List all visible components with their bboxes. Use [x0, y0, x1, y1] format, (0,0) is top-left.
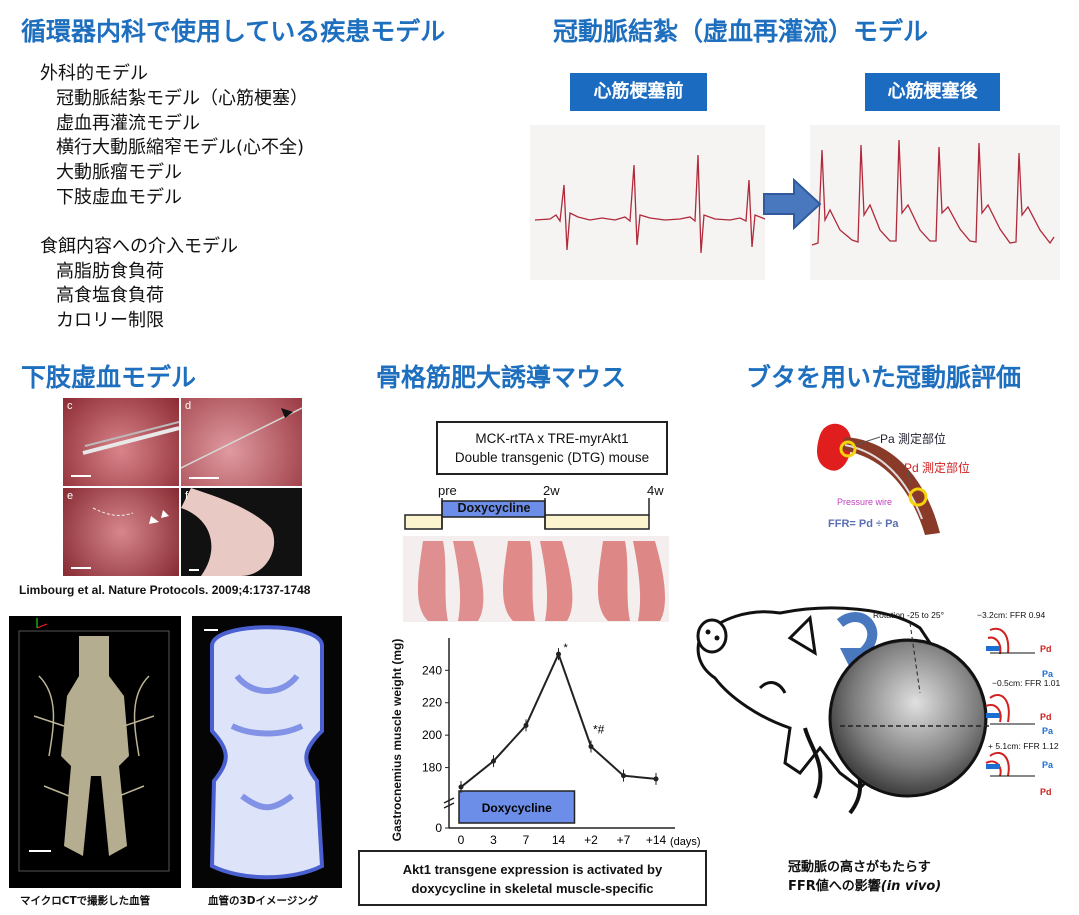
diet-item: カロリー制限: [56, 310, 164, 332]
title-muscle-hypertrophy: 骨格筋肥大誘導マウス: [376, 363, 627, 392]
mouse-photo-f: f: [181, 488, 302, 576]
x-tick-label: +2: [584, 833, 598, 847]
diet-header: 食餌内容への介入モデル: [40, 235, 238, 257]
pig-fluoroscopy-illustration: [696, 606, 1035, 815]
x-tick-label: 3: [490, 833, 497, 847]
pd-label: Pd: [1040, 787, 1052, 797]
pig-caption-main: FFR値への影響: [788, 879, 881, 894]
x-tick-label: 0: [458, 833, 465, 847]
title-pig-coronary: ブタを用いた冠動脈評価: [746, 363, 1022, 392]
pd-label: Pd: [1040, 644, 1052, 654]
ecg-after-trace: [811, 139, 1055, 246]
y-tick-label: 220: [422, 696, 442, 710]
ecg-after-bg: [810, 125, 1060, 280]
pressure-wire-diagram: [817, 423, 940, 535]
model-list: 外科的モデル 冠動脈結紮モデル（心筋梗塞） 虚血再灌流モデル 横行大動脈縮窄モデ…: [40, 62, 308, 334]
badge-before-mi: 心筋梗塞前: [570, 73, 707, 111]
ecg-traces: [530, 125, 1060, 280]
time-pre: pre: [438, 483, 457, 498]
pressure-wire-label: Pressure wire: [837, 497, 893, 507]
pa-site-label: Pa 測定部位: [880, 432, 947, 446]
surgical-item: 下肢虚血モデル: [56, 186, 182, 208]
measure-1: −3.2cm: FFR 0.94: [977, 610, 1046, 620]
badge-after-mi: 心筋梗塞後: [865, 73, 1000, 111]
title-limb-ischemia: 下肢虚血モデル: [21, 363, 197, 392]
conclusion-line2: doxycycline in skeletal muscle-specific: [411, 881, 654, 896]
panel-letter: c: [67, 400, 73, 412]
dox-bar-label: Doxycycline: [482, 801, 552, 815]
annotation-star: *: [564, 642, 569, 654]
measure-2: −0.5cm: FFR 1.01: [992, 678, 1061, 688]
ecg-before-trace: [534, 154, 766, 254]
conclusion-box: Akt1 transgene expression is activated b…: [358, 850, 707, 906]
dox-label: Doxycycline: [457, 501, 531, 515]
surgical-item: 横行大動脈縮窄モデル(心不全): [56, 137, 305, 159]
surgical-item: 虚血再灌流モデル: [56, 112, 200, 134]
diet-item: 高食塩食負荷: [56, 285, 164, 307]
title-coronary-ligation: 冠動脈結紮（虚血再灌流）モデル: [553, 17, 929, 46]
x-tick-label: 7: [523, 833, 530, 847]
surgical-item: 大動脈瘤モデル: [56, 162, 182, 184]
pd-site-label: Pd 測定部位: [904, 461, 971, 475]
pd-label: Pd: [1040, 712, 1052, 722]
dox-timeline: [404, 498, 650, 530]
pig-caption-invivo: (in vivo): [880, 879, 942, 894]
axis-break: [443, 802, 455, 809]
panel-letter: e: [67, 490, 74, 502]
time-2w: 2w: [543, 483, 560, 498]
diet-item: 高脂肪食負荷: [56, 260, 164, 282]
x-tick-label: 14: [552, 833, 566, 847]
pa-label: Pa: [1042, 760, 1054, 770]
chart-ylabel: Gastrocnemius muscle weight (mg): [390, 638, 404, 842]
arrow-right-icon: [763, 177, 822, 231]
ecg-before-bg: [530, 125, 765, 280]
y-tick-label: 240: [422, 663, 442, 677]
time-4w: 4w: [647, 483, 664, 498]
series-line: [460, 651, 657, 788]
pig-caption-line1: 冠動脈の高さがもたらす: [788, 860, 931, 875]
pa-label: Pa: [1042, 726, 1054, 736]
x-tick-label: +14: [646, 833, 667, 847]
conclusion-line1: Akt1 transgene expression is activated b…: [402, 862, 663, 877]
panel-letter: d: [185, 400, 192, 412]
rotation-label: Rotation -25 to 25°: [873, 610, 944, 620]
micro-ct-image: [9, 616, 181, 888]
mouse-legs-photos: [403, 536, 669, 622]
surgical-item: 冠動脈結紮モデル（心筋梗塞）: [56, 87, 308, 109]
y-tick-label: 0: [435, 821, 442, 835]
ffr-formula: FFR= Pd ÷ Pa: [828, 518, 899, 530]
y-tick-label: 200: [422, 728, 442, 742]
title-cv-models: 循環器内科で使用している疾患モデル: [21, 17, 446, 46]
3d-imaging-image: [192, 616, 342, 888]
surgery-photo-e: e: [63, 488, 179, 576]
pig-caption: 冠動脈の高さがもたらす FFR値への影響(in vivo): [788, 858, 941, 896]
y-tick-label: 180: [422, 761, 442, 775]
x-tick-label: +7: [617, 833, 631, 847]
surgery-photo-d: d: [181, 398, 302, 486]
surgery-photo-c: c: [63, 398, 179, 486]
dox-bar: [458, 790, 576, 824]
axis-break: [443, 797, 455, 804]
pig-caption-line2: FFR値への影響(in vivo): [788, 877, 941, 896]
dtg-line1: MCK-rtTA x TRE-myrAkt1: [475, 431, 629, 446]
dtg-mouse-box: MCK-rtTA x TRE-myrAkt1 Double transgenic…: [436, 421, 668, 475]
ct-caption: マイクロCTで撮影した血管: [20, 895, 151, 907]
measure-3: + 5.1cm: FFR 1.12: [988, 741, 1059, 751]
annotation-star-hash: *#: [593, 723, 605, 737]
dtg-line2: Double transgenic (DTG) mouse: [454, 450, 650, 465]
pa-label: Pa: [1042, 669, 1054, 679]
x-axis-label: (days): [670, 836, 701, 848]
surgical-header: 外科的モデル: [40, 63, 148, 84]
citation: Limbourg et al. Nature Protocols. 2009;4…: [19, 583, 311, 597]
panel-letter: f: [185, 490, 189, 502]
imaging-caption: 血管の3Dイメージング: [208, 895, 319, 907]
